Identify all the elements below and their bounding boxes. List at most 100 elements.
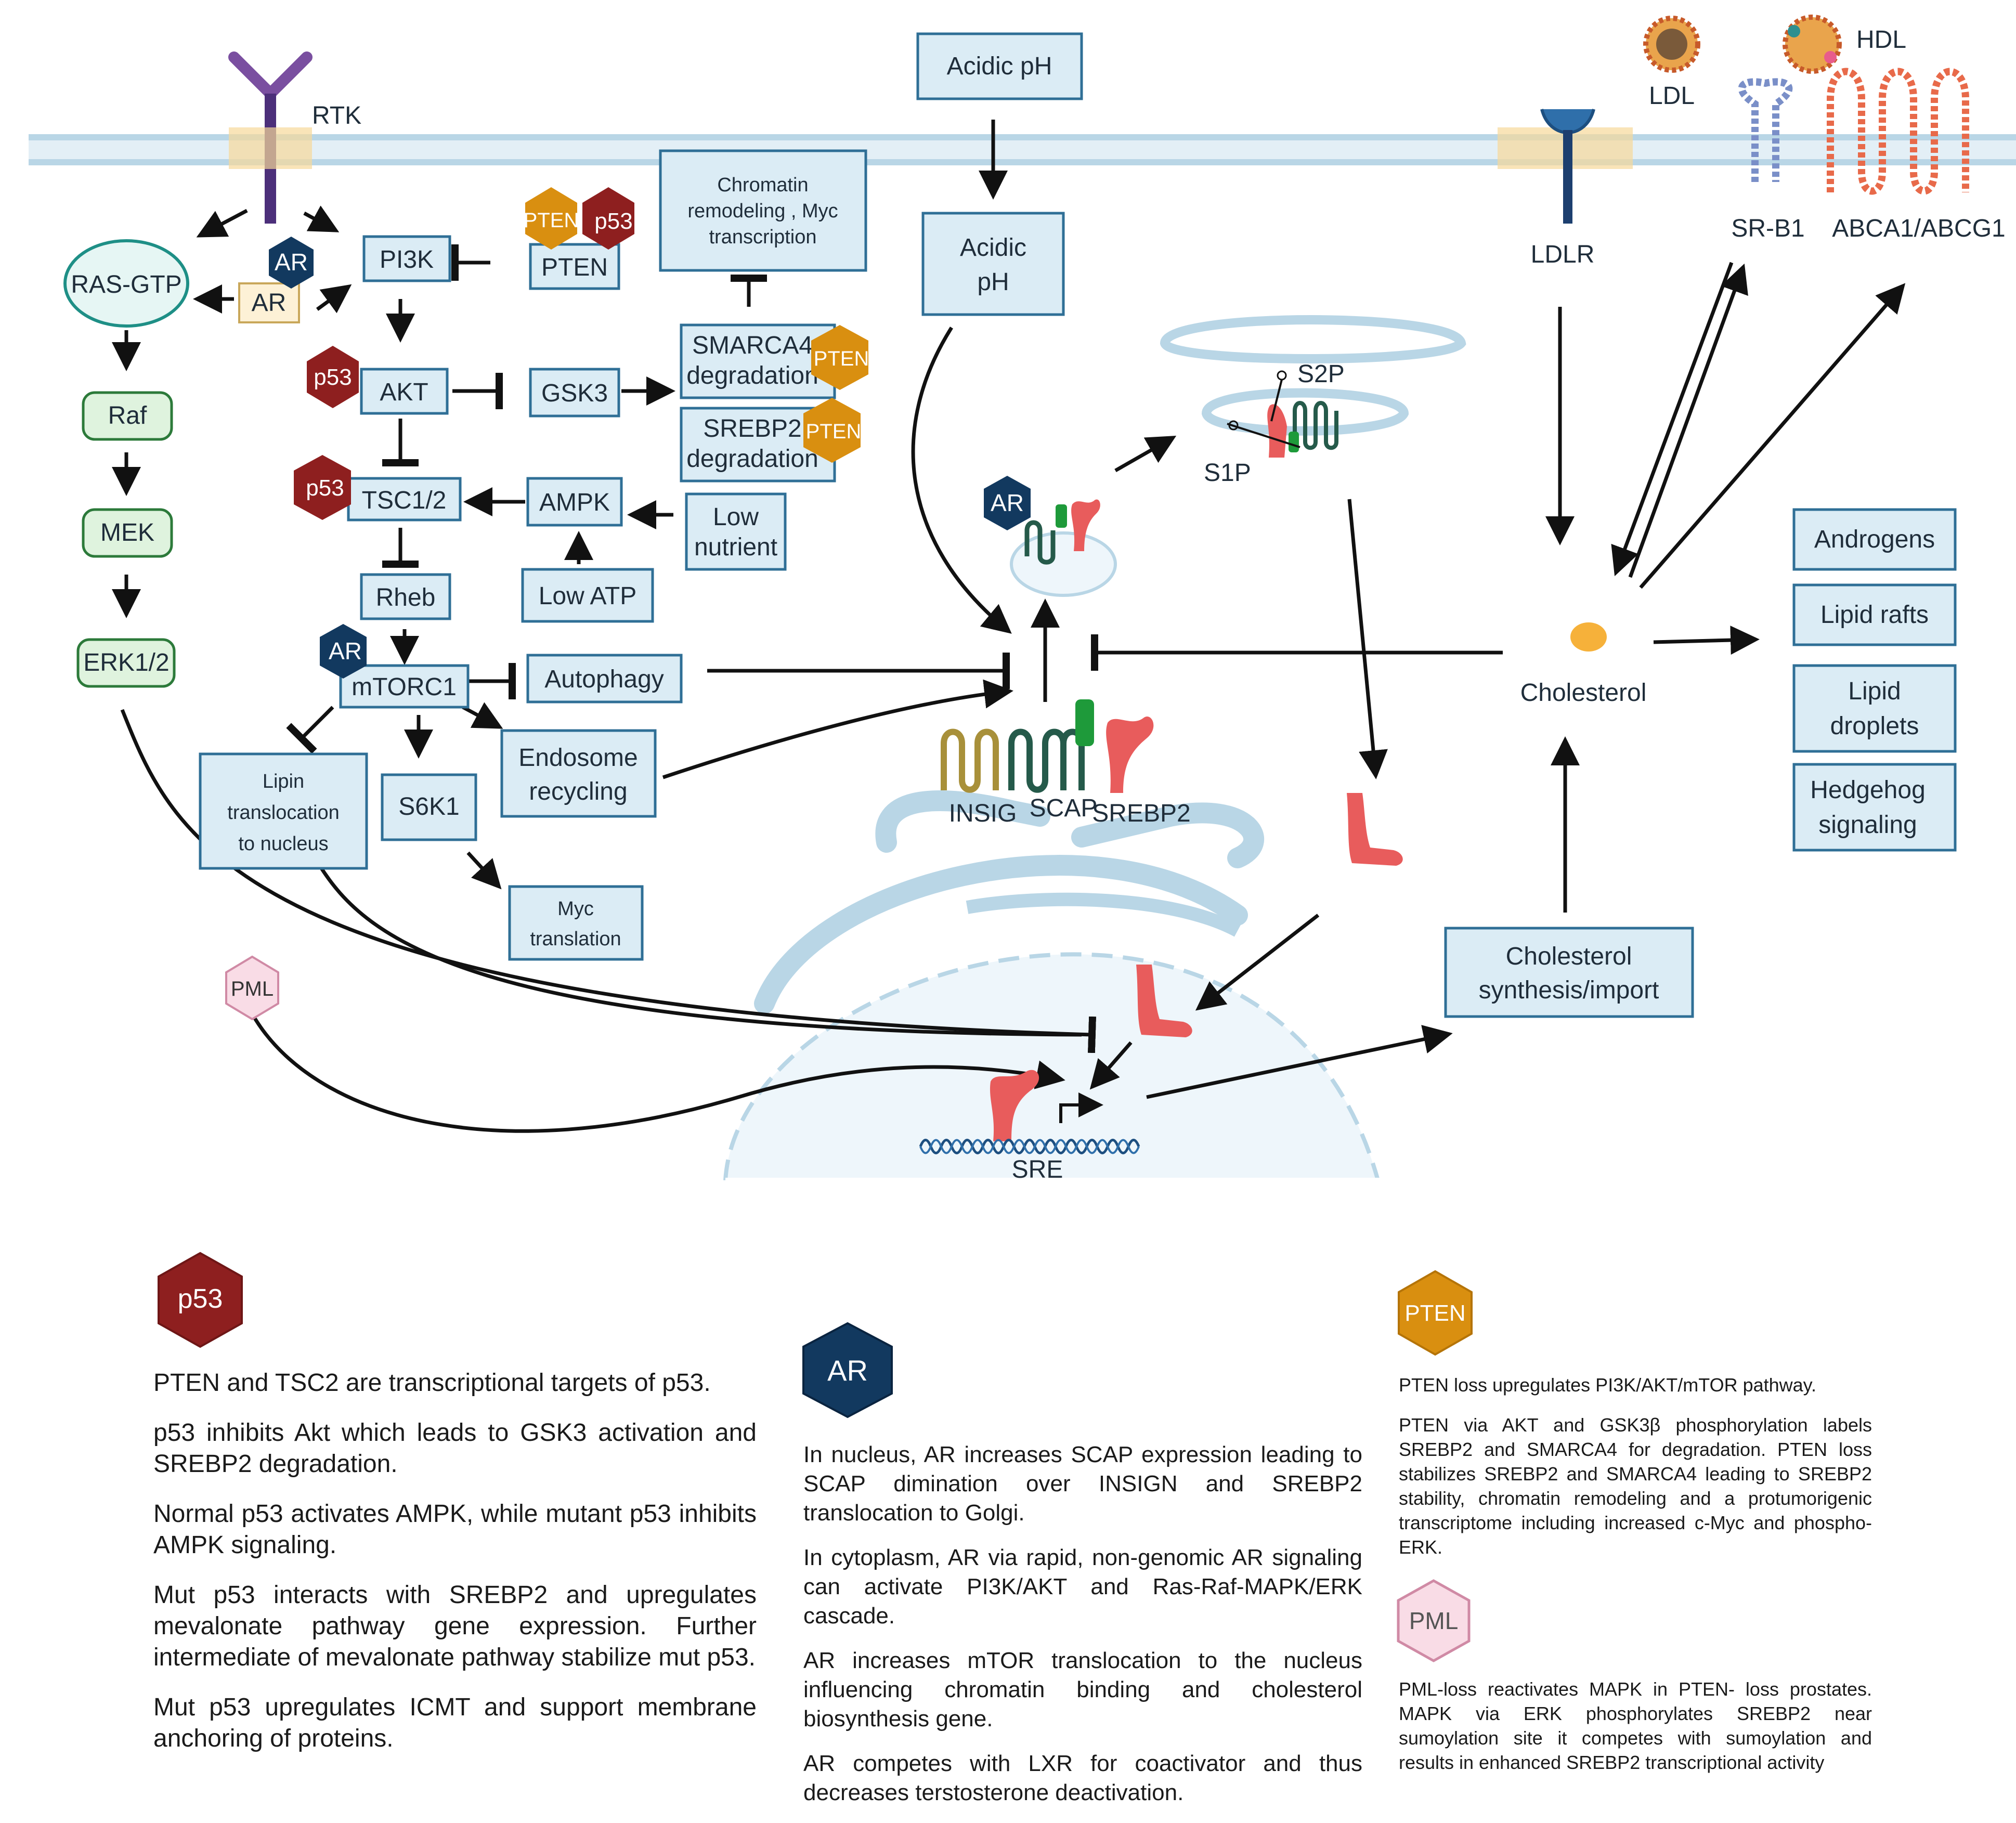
ldl-label: LDL (1649, 82, 1695, 110)
ldlr-receptor (1498, 109, 1633, 224)
low-nutrient-node (685, 492, 787, 571)
pathway-connectors (112, 120, 1906, 1133)
svg-text:AR: AR (827, 1354, 868, 1387)
ar-badge-mtorc1: AR (320, 624, 367, 679)
p53-note: p53 inhibits Akt which leads to GSK3 act… (153, 1419, 757, 1478)
smarca4-node (680, 323, 836, 399)
p53-badge-tsc: p53 (294, 455, 351, 520)
pten-note: PTEN via AKT and GSK3β phosphorylation l… (1399, 1414, 1872, 1558)
pten-badge-srebp2: PTEN (803, 398, 861, 463)
rtk-receptor (228, 51, 313, 224)
pten-node (529, 243, 620, 290)
chromatin-line2: remodeling , Myc (687, 200, 838, 222)
myc-translation-line2: translation (530, 928, 621, 950)
srebp2-on-sre (990, 1070, 1039, 1141)
acidic-ph-top-node (916, 32, 1083, 100)
ar-note: In cytoplasm, AR via rapid, non-genomic … (803, 1545, 1362, 1629)
lipin-line3: to nucleus (238, 833, 328, 855)
pml-note: PML-loss reactivates MAPK in PTEN- loss … (1399, 1678, 1872, 1773)
chromatin-line3: transcription (709, 226, 817, 248)
cholesterol-synthesis-line2: synthesis/import (1479, 976, 1659, 1004)
pten-note: PTEN loss upregulates PI3K/AKT/mTOR path… (1399, 1374, 1816, 1396)
ar-note: AR competes with LXR for coactivator and… (803, 1751, 1362, 1805)
pml-notes: PML-loss reactivates MAPK in PTEN- loss … (1399, 1677, 1872, 1793)
svg-text:p53: p53 (178, 1284, 223, 1314)
acidic-ph-node (921, 212, 1065, 316)
cholesterol-synthesis-node (1444, 927, 1694, 1018)
lipid-rafts-label: Lipid rafts (1820, 601, 1929, 629)
svg-text:PML: PML (1409, 1607, 1459, 1634)
svg-text:PML: PML (231, 978, 274, 1000)
erk-label: ERK1/2 (83, 649, 169, 676)
ampk-label: AMPK (539, 489, 610, 516)
srb1-label: SR-B1 (1731, 215, 1804, 242)
golgi-protease-complex (1227, 370, 1338, 458)
s2p-label: S2P (1297, 360, 1345, 388)
svg-text:p53: p53 (314, 364, 352, 390)
endosome-line2: recycling (529, 778, 627, 805)
lipin-line2: translocation (227, 802, 339, 824)
svg-text:PTEN: PTEN (814, 347, 869, 370)
p53-badge-akt: p53 (307, 346, 359, 408)
p53-note: PTEN and TSC2 are transcriptional target… (153, 1369, 711, 1397)
srebp2-fragment-nucleus (1136, 965, 1192, 1037)
srebp2-degradation-line2: degradation (686, 445, 818, 473)
ldlr-label: LDLR (1531, 241, 1595, 268)
legend-pml-badge: PML (1397, 1579, 1471, 1662)
lipin-node (199, 752, 368, 870)
p53-notes: PTEN and TSC2 are transcriptional target… (153, 1368, 757, 1773)
smarca4-line1: SMARCA4 (692, 332, 813, 359)
akt-label: AKT (380, 379, 428, 406)
pml-badge-diagram: PML (225, 955, 279, 1021)
hedgehog-line2: signaling (1818, 811, 1917, 839)
acidic-ph-top-label: Acidic pH (947, 53, 1052, 80)
lipid-droplets-line1: Lipid (1848, 678, 1901, 705)
s6k1-label: S6K1 (398, 793, 459, 821)
svg-text:PTEN: PTEN (806, 420, 862, 443)
gsk3-label: GSK3 (541, 380, 608, 407)
vesicle (1010, 531, 1117, 597)
pten-badge-pten: PTEN (524, 187, 579, 250)
hdl-label: HDL (1856, 26, 1906, 54)
pi3k-node (362, 235, 451, 282)
cholesterol-droplet (1570, 622, 1607, 652)
cholesterol-synthesis-line1: Cholesterol (1506, 943, 1632, 970)
svg-text:PTEN: PTEN (524, 209, 579, 232)
cholesterol-label: Cholesterol (1520, 679, 1647, 707)
lipid-droplets-line2: droplets (1830, 712, 1919, 740)
androgens-node (1792, 508, 1957, 571)
legend-p53-badge: p53 (158, 1252, 243, 1348)
ar-note: AR increases mTOR translocation to the n… (803, 1648, 1362, 1731)
svg-text:p53: p53 (306, 475, 344, 501)
akt-node (360, 368, 449, 415)
ras-gtp-node (63, 239, 189, 328)
erk-node (76, 638, 176, 688)
ampk-node (526, 477, 623, 527)
endosome-line1: Endosome (518, 744, 638, 772)
hedgehog-node (1792, 763, 1957, 852)
low-atp-label: Low ATP (539, 582, 637, 610)
p53-note: Mut p53 interacts with SREBP2 and upregu… (153, 1581, 757, 1671)
svg-text:AR: AR (991, 489, 1024, 516)
vesicle-complex (1024, 499, 1100, 565)
gsk3-node (529, 368, 620, 418)
ar-badge-pi3k: AR (269, 237, 314, 289)
mtorc1-label: mTORC1 (352, 673, 457, 701)
acidic-ph-line1: Acidic (960, 234, 1026, 262)
autophagy-node (526, 654, 683, 704)
svg-text:PTEN: PTEN (1404, 1300, 1465, 1326)
acidic-ph-line2: pH (977, 268, 1009, 296)
androgens-label: Androgens (1814, 526, 1935, 553)
ras-gtp-label: RAS-GTP (71, 271, 181, 298)
srebp2-label: SREBP2 (1092, 800, 1190, 827)
chromatin-line1: Chromatin (717, 174, 808, 196)
legend-pten-badge: PTEN (1398, 1270, 1473, 1356)
raf-node (82, 391, 173, 441)
p53-note: Mut p53 upregulates ICMT and support mem… (153, 1694, 757, 1752)
plasma-membrane (29, 134, 2016, 165)
srb1-transporter (1738, 78, 1793, 182)
ar-box (238, 282, 300, 323)
pi3k-label: PI3K (380, 246, 434, 274)
s1p-label: S1P (1204, 459, 1251, 487)
